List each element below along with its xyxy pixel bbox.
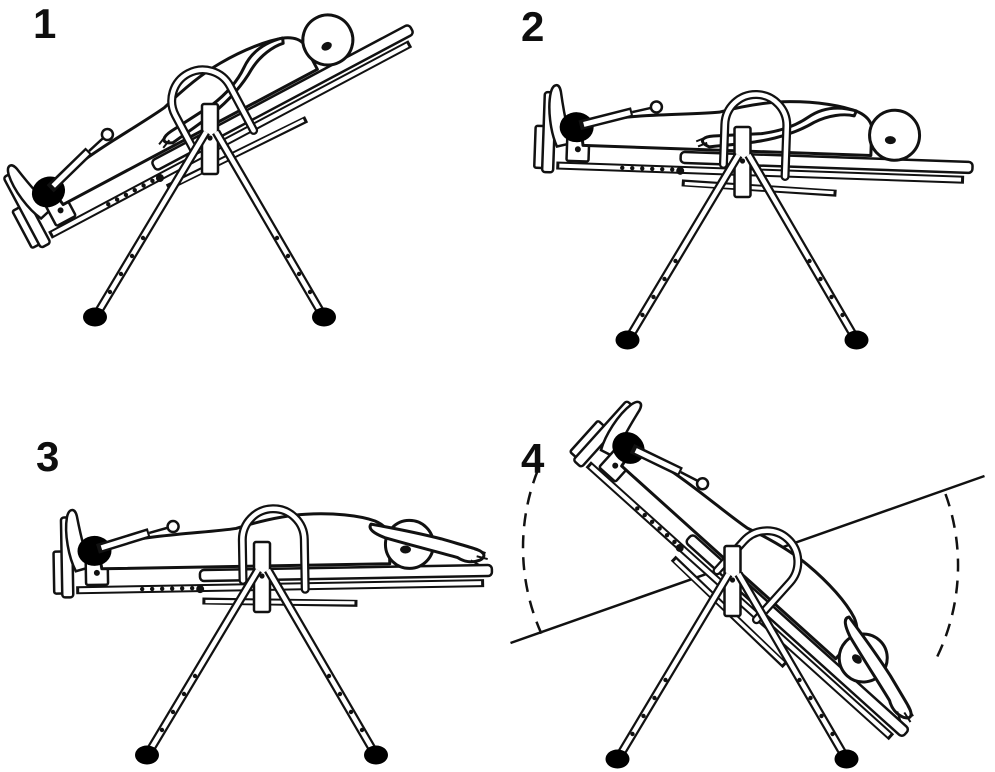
step-3-illustration: [0, 386, 497, 772]
frame-leg-rear: [268, 570, 388, 765]
step-1-illustration: [0, 0, 497, 386]
step-panel-3: 3: [0, 386, 497, 772]
step-4-illustration: [510, 386, 985, 772]
rotation-arc-left: [521, 470, 544, 637]
step-panel-2: 2: [497, 0, 995, 386]
person-figure: [34, 0, 364, 211]
step-2-illustration: [497, 0, 995, 386]
step-number-1: 1: [33, 0, 57, 47]
step-number-4: 4: [521, 435, 545, 482]
frame-leg-front: [135, 570, 258, 765]
step-panel-1: 1: [0, 0, 497, 386]
frame-leg-front: [616, 155, 739, 350]
step-number-3: 3: [36, 433, 60, 480]
frame-leg-rear: [749, 155, 869, 350]
step-panel-4: 4: [497, 386, 995, 772]
rotation-arc-right: [932, 493, 960, 665]
step-number-2: 2: [521, 3, 545, 50]
frame-leg-rear: [216, 132, 336, 327]
